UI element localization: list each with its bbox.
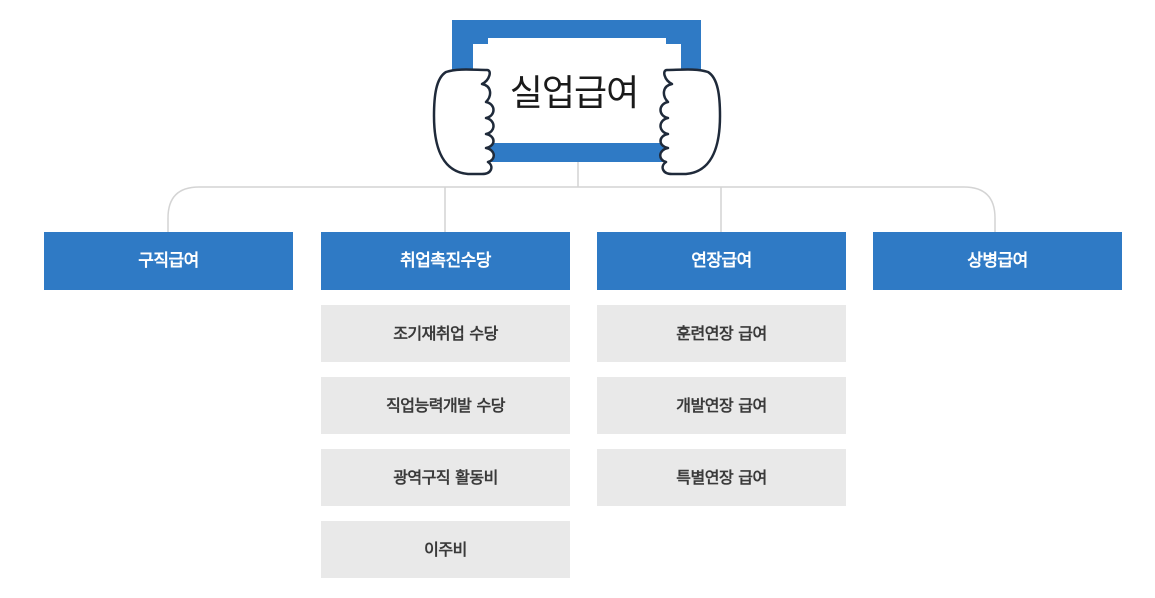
sub-item: 이주비 [321,521,570,578]
hands-holding-sign-icon [432,20,722,176]
root-node: 실업급여 [0,0,1155,200]
category-extended-benefit: 연장급여 [597,232,846,290]
root-title: 실업급여 [509,73,639,114]
category-sickness-benefit: 상병급여 [873,232,1122,290]
sub-item: 광역구직 활동비 [321,449,570,506]
category-job-seeking-benefit: 구직급여 [44,232,293,290]
connector-tree [167,160,996,232]
sub-item: 특별연장 급여 [597,449,846,506]
sub-item: 조기재취업 수당 [321,305,570,362]
sub-item: 개발연장 급여 [597,377,846,434]
category-employment-promotion-allowance: 취업촉진수당 [321,232,570,290]
sub-item: 직업능력개발 수당 [321,377,570,434]
sub-item: 훈련연장 급여 [597,305,846,362]
